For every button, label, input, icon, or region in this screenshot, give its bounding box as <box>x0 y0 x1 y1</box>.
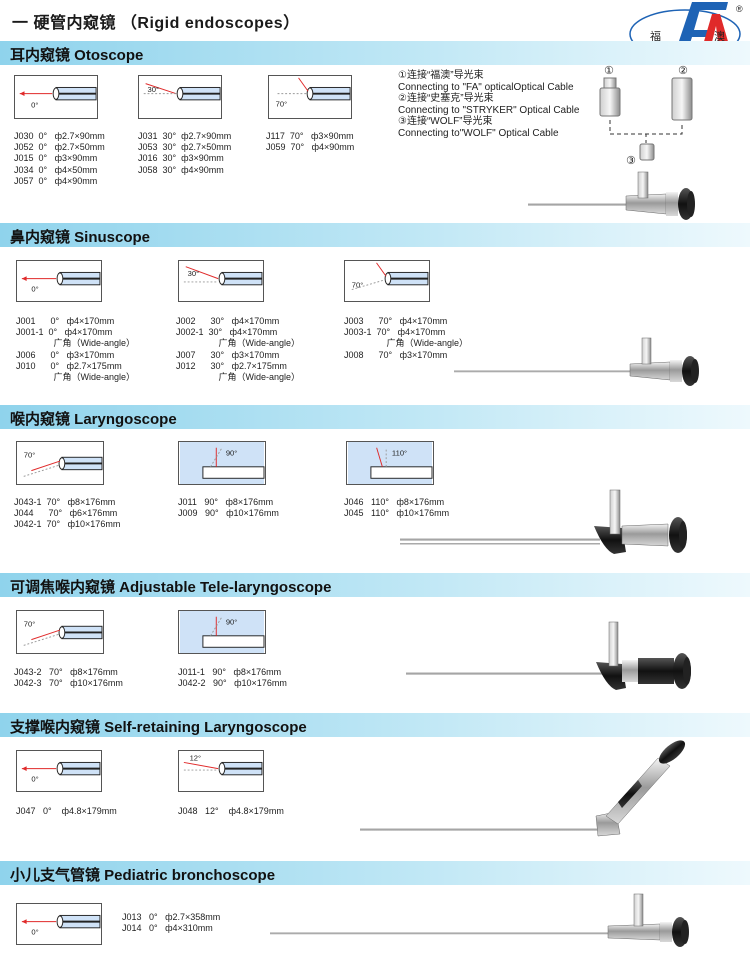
svg-text:70°: 70° <box>24 619 36 628</box>
lens-diagram-90deg: 90° <box>178 610 266 654</box>
svg-text:0°: 0° <box>31 284 38 293</box>
svg-text:②: ② <box>678 65 688 77</box>
svg-text:③: ③ <box>626 155 636 167</box>
section-title: 喉内窥镜 Laryngoscope <box>10 411 177 428</box>
svg-text:90°: 90° <box>226 448 238 457</box>
lens-diagram-110deg: 110° <box>346 441 434 485</box>
laryngoscope-device-image <box>400 489 687 554</box>
svg-text:0°: 0° <box>31 101 38 110</box>
section-band-pediatric: 小儿支气管镜 Pediatric bronchoscope <box>0 861 750 885</box>
lens-diagram-0deg: 0° <box>16 903 102 945</box>
page-title: 一 硬管内窥镜 （Rigid endoscopes） <box>12 15 300 32</box>
spec-list: J001 0° ф4×170mm J001-1 0° ф4×170mm 广角（W… <box>16 316 136 383</box>
section-title: 耳内窥镜 Otoscope <box>10 47 144 64</box>
svg-text:90°: 90° <box>226 617 238 626</box>
lens-diagram-12deg: 12° <box>178 750 264 792</box>
lens-diagram-0deg: 0° <box>14 75 98 119</box>
spec-list: J031 30° ф2.7×90mm J053 30° ф2.7×50mm J0… <box>138 131 232 175</box>
logo-registered: ® <box>736 4 743 14</box>
logo-char-right: 澳 <box>714 30 725 43</box>
spec-list: J048 12° ф4.8×179mm <box>178 806 284 816</box>
spec-list: J013 0° ф2.7×358mm J014 0° ф4×310mm <box>122 912 221 934</box>
section-title: 支撑喉内窥镜 Self-retaining Laryngoscope <box>10 719 307 736</box>
lens-diagram-90deg: 90° <box>178 441 266 485</box>
section-title: 可调焦喉内窥镜 Adjustable Tele-laryngoscope <box>10 579 332 596</box>
logo-char-left: 福 <box>650 29 661 43</box>
pediatric-bronchoscope-device-image <box>270 893 689 947</box>
spec-list: J003 70° ф4×170mm J003-1 70° ф4×170mm 广角… <box>344 316 469 360</box>
spec-list: J043-1 70° ф8×176mm J044 70° ф6×176mm J0… <box>14 497 121 530</box>
self-retaining-laryngoscope-device-image <box>360 740 686 837</box>
section-band-otoscope: 耳内窥镜 Otoscope <box>0 41 750 65</box>
spec-list: J047 0° ф4.8×179mm <box>16 806 117 816</box>
spec-list: J002 30° ф4×170mm J002-1 30° ф4×170mm 广角… <box>176 316 301 383</box>
svg-text:70°: 70° <box>352 281 364 290</box>
svg-text:110°: 110° <box>392 448 407 457</box>
spec-list: J030 0° ф2.7×90mm J052 0° ф2.7×50mm J015… <box>14 131 105 186</box>
svg-text:30°: 30° <box>188 269 200 278</box>
svg-text:70°: 70° <box>276 100 288 109</box>
section-title: 鼻内窥镜 Sinuscope <box>10 229 151 246</box>
spec-list: J046 110° ф8×176mm J045 110° ф10×176mm <box>344 497 450 519</box>
lens-diagram-0deg: 0° <box>16 750 102 792</box>
lens-diagram-30deg: 30° <box>138 75 222 119</box>
adjustable-laryngoscope-device-image <box>406 621 691 690</box>
svg-text:0°: 0° <box>31 927 38 936</box>
lens-diagram-70deg: 70° <box>16 441 104 485</box>
lens-diagram-0deg: 0° <box>16 260 102 302</box>
sinuscope-device-image <box>454 337 699 386</box>
spec-list: J117 70° ф3×90mm J059 70° ф4×90mm <box>266 131 355 153</box>
lens-diagram-70deg: 70° <box>16 610 104 654</box>
lens-diagram-30deg: 30° <box>178 260 264 302</box>
section-title: 小儿支气管镜 Pediatric bronchoscope <box>10 867 276 884</box>
section-band-adjustable: 可调焦喉内窥镜 Adjustable Tele-laryngoscope <box>0 573 750 597</box>
svg-text:70°: 70° <box>24 450 36 459</box>
section-band-self-retaining: 支撑喉内窥镜 Self-retaining Laryngoscope <box>0 713 750 737</box>
svg-text:①: ① <box>604 65 614 77</box>
cable-connection-note: ①连接“福澳”导光束 Connecting to "FA" opticalOpt… <box>398 70 580 139</box>
cable-connectors-illustration: ① ② ③ <box>599 65 693 167</box>
otoscope-device-image <box>528 171 695 220</box>
svg-text:30°: 30° <box>148 85 160 94</box>
spec-list: J011 90° ф8×176mm J009 90° ф10×176mm <box>178 497 279 519</box>
section-band-laryngoscope: 喉内窥镜 Laryngoscope <box>0 405 750 429</box>
lens-diagram-70deg: 70° <box>268 75 352 119</box>
svg-text:0°: 0° <box>31 774 38 783</box>
spec-list: J011-1 90° ф8×176mm J042-2 90° ф10×176mm <box>178 667 287 689</box>
svg-text:12°: 12° <box>190 754 202 763</box>
lens-diagram-70deg: 70° <box>344 260 430 302</box>
spec-list: J043-2 70° ф8×176mm J042-3 70° ф10×176mm <box>14 667 123 689</box>
section-band-sinuscope: 鼻内窥镜 Sinuscope <box>0 223 750 247</box>
